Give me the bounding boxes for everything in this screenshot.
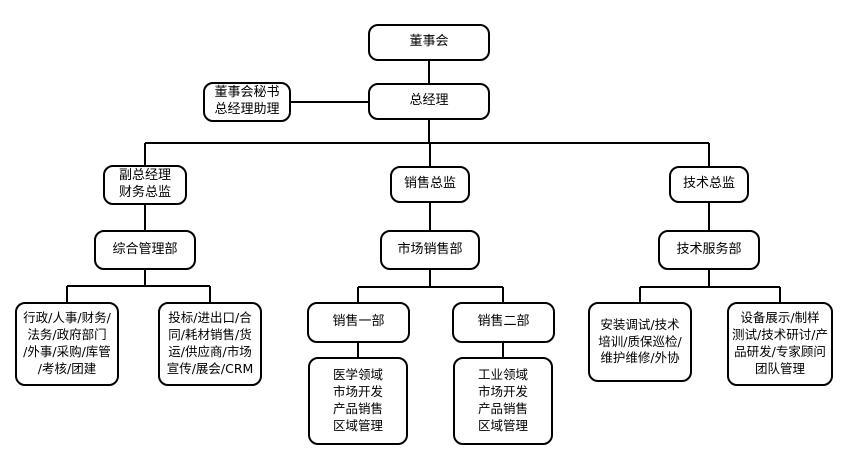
org-node-rnd-duties: 设备展示/制样 测试/技术研讨/产 品研发/专家顾问 团队管理 — [727, 302, 833, 386]
org-node-secretary: 董事会秘书 总经理助理 — [203, 82, 291, 122]
org-node-tech-director: 技术总监 — [669, 166, 749, 203]
org-node-admin-duties: 行政/人事/财务/ 法务/政府部门 /外事/采购/库管 /考核/团建 — [15, 302, 119, 386]
org-node-admin-dept: 综合管理部 — [94, 230, 196, 270]
org-node-bidding-duties: 投标/进出口/合 同/耗材销售/货 运/供应商/市场 宣传/展会/CRM — [158, 302, 262, 386]
org-node-sales1-duties: 医学领域 市场开发 产品销售 区域管理 — [308, 357, 408, 445]
org-node-install-duties: 安装调试/技术 培训/质保巡检/ 维护维修/外协 — [588, 302, 692, 382]
org-node-tech-service-dept: 技术服务部 — [658, 230, 760, 270]
org-node-sales-dept-2: 销售二部 — [452, 302, 555, 343]
org-node-sales2-duties: 工业领域 市场开发 产品销售 区域管理 — [453, 357, 553, 445]
org-node-deputy-gm-cfo: 副总经理 财务总监 — [103, 165, 187, 205]
org-node-sales-dept-1: 销售一部 — [307, 302, 410, 343]
org-node-sales-dept: 市场销售部 — [380, 230, 480, 270]
org-node-sales-director: 销售总监 — [390, 166, 470, 203]
org-node-board: 董事会 — [368, 24, 490, 61]
org-node-general-manager: 总经理 — [368, 83, 490, 120]
